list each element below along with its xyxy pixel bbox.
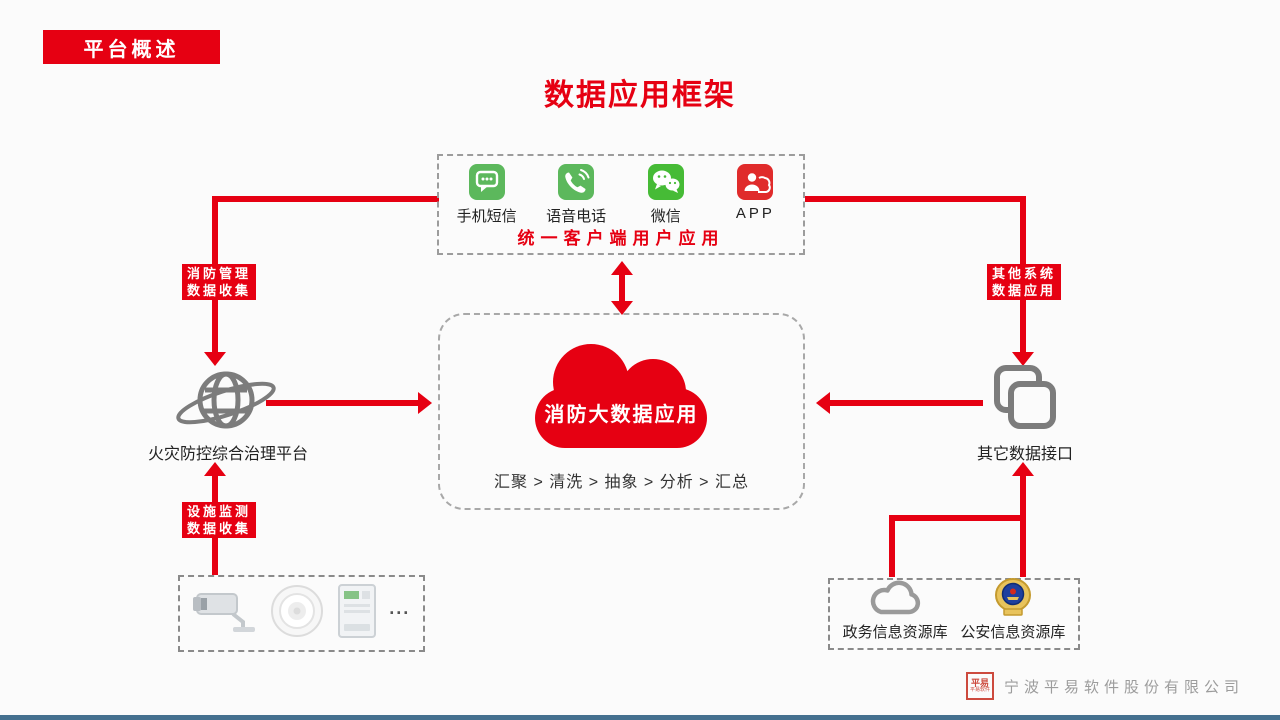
client-item-label: 语音电话 <box>546 208 607 225</box>
arrow-label-line: 数据应用 <box>991 283 1056 298</box>
seal-logo-text: 平易 <box>970 678 989 688</box>
data-interface-icon <box>989 364 1061 439</box>
devices-ellipsis: ··· <box>389 603 411 623</box>
arrow-label-line: 设施监测 <box>186 504 251 519</box>
wechat-icon <box>647 164 684 200</box>
gov-cloud-icon <box>865 575 925 619</box>
smoke-detector-icon <box>270 584 324 643</box>
police-badge-icon <box>993 575 1033 619</box>
arrow-label-line: 消防管理 <box>186 266 251 281</box>
client-item-voice-call: 语音电话 <box>536 164 616 226</box>
arrow-label-fire-management: 消防管理 数据收集 <box>182 264 256 300</box>
source-item-gov: 政务信息资源库 <box>843 575 948 642</box>
client-apps-row: 手机短信 语音电话 <box>437 164 805 226</box>
platform-node-label: 火灾防控综合治理平台 <box>147 446 308 463</box>
globe-icon <box>171 360 281 449</box>
interface-node-label: 其它数据接口 <box>976 446 1073 463</box>
company-seal-logo: 平易 平易软件 <box>965 672 994 700</box>
client-box-caption: 统一客户端用户应用 <box>517 229 725 248</box>
cctv-camera-icon <box>192 588 257 639</box>
client-item-app: APP <box>715 164 795 226</box>
arrow-label-other-systems: 其他系统 数据应用 <box>987 264 1061 300</box>
voice-call-icon <box>558 164 595 200</box>
sms-icon <box>468 164 505 200</box>
app-icon <box>737 164 774 200</box>
bottom-accent-bar <box>0 715 1280 720</box>
client-item-wechat: 微信 <box>626 164 706 226</box>
client-item-label: 微信 <box>650 208 681 225</box>
client-item-sms: 手机短信 <box>447 164 527 226</box>
arrow-label-line: 数据收集 <box>186 283 251 298</box>
footer: 平易 平易软件 宁波平易软件股份有限公司 <box>965 672 1244 700</box>
source-label: 政务信息资源库 <box>842 624 948 641</box>
arrow-label-line: 其他系统 <box>991 266 1056 281</box>
fire-bigdata-cloud-icon <box>531 340 711 452</box>
external-sources-box: 政务信息资源库 公安信息资源库 <box>828 578 1080 650</box>
arrow-label-facility-monitoring: 设施监测 数据收集 <box>182 502 256 538</box>
fire-control-panel-icon <box>337 584 376 643</box>
source-item-police: 公安信息资源库 <box>960 575 1065 642</box>
cloud-title: 消防大数据应用 <box>544 404 699 426</box>
seal-logo-subtext: 平易软件 <box>969 687 990 693</box>
section-badge: 平台概述 <box>43 30 220 64</box>
monitoring-devices-box: ··· <box>178 575 425 652</box>
page-title: 数据应用框架 <box>544 79 736 112</box>
company-name: 宁波平易软件股份有限公司 <box>1003 678 1244 696</box>
client-item-label: APP <box>735 205 775 222</box>
data-process-steps: 汇聚 > 清洗 > 抽象 > 分析 > 汇总 <box>494 474 749 491</box>
arrow-label-line: 数据收集 <box>186 521 251 536</box>
client-item-label: 手机短信 <box>456 208 517 225</box>
source-label: 公安信息资源库 <box>960 624 1066 641</box>
client-apps-box <box>437 154 805 255</box>
big-data-core-box <box>438 313 805 510</box>
